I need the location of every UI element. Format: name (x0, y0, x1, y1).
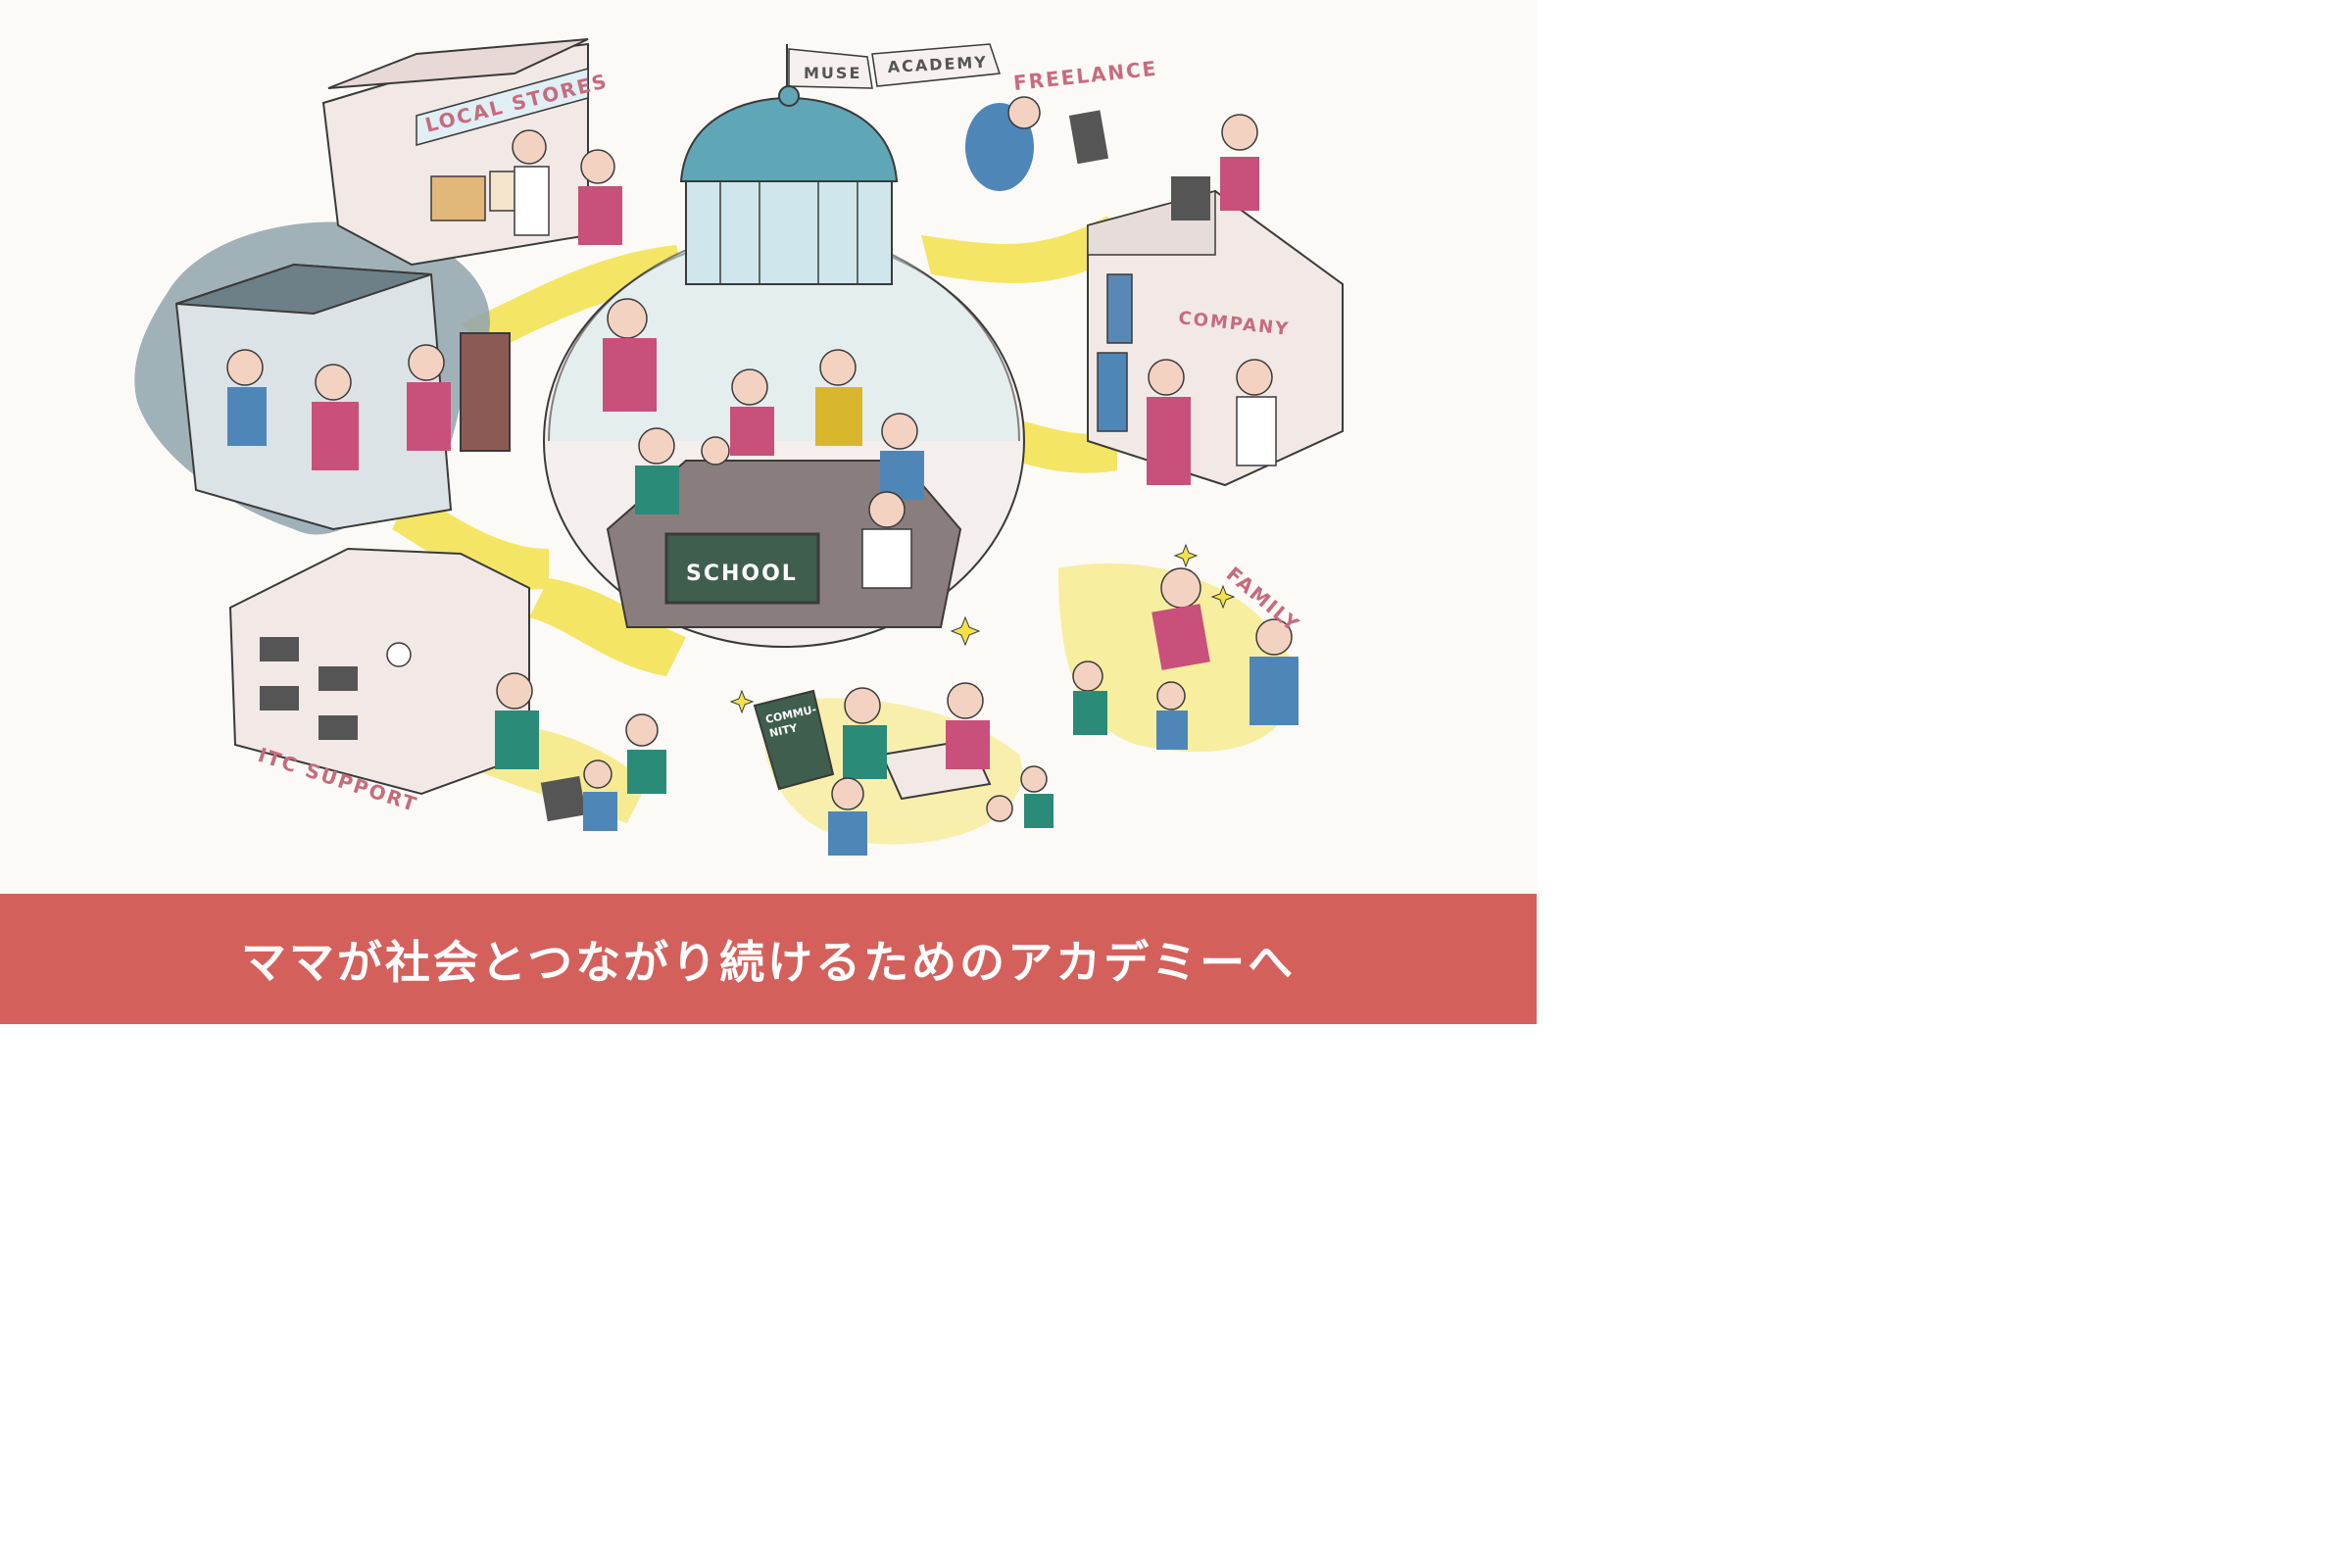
school-people (512, 129, 1277, 589)
community-area (753, 682, 1054, 856)
freelance-label: FREELANCE (1012, 57, 1158, 95)
muse-label: MUSE (804, 64, 861, 82)
banner-text: ママが社会とつながり続けるためのアカデミーへ (240, 935, 1297, 989)
itc-support-building (228, 547, 666, 831)
sparkle-icons (729, 543, 1236, 714)
academy-illustration: LOCAL STORES MUSE ACADEMY SCHOOL (0, 0, 1537, 894)
caption-banner: ママが社会とつながり続けるためのアカデミーへ (0, 894, 1537, 1024)
family-group (1072, 567, 1298, 750)
community-label-2: NITY (768, 721, 800, 740)
company-building (1087, 114, 1344, 487)
freelance-worker (965, 96, 1109, 191)
school-label: SCHOOL (686, 562, 798, 586)
left-house (174, 263, 511, 531)
